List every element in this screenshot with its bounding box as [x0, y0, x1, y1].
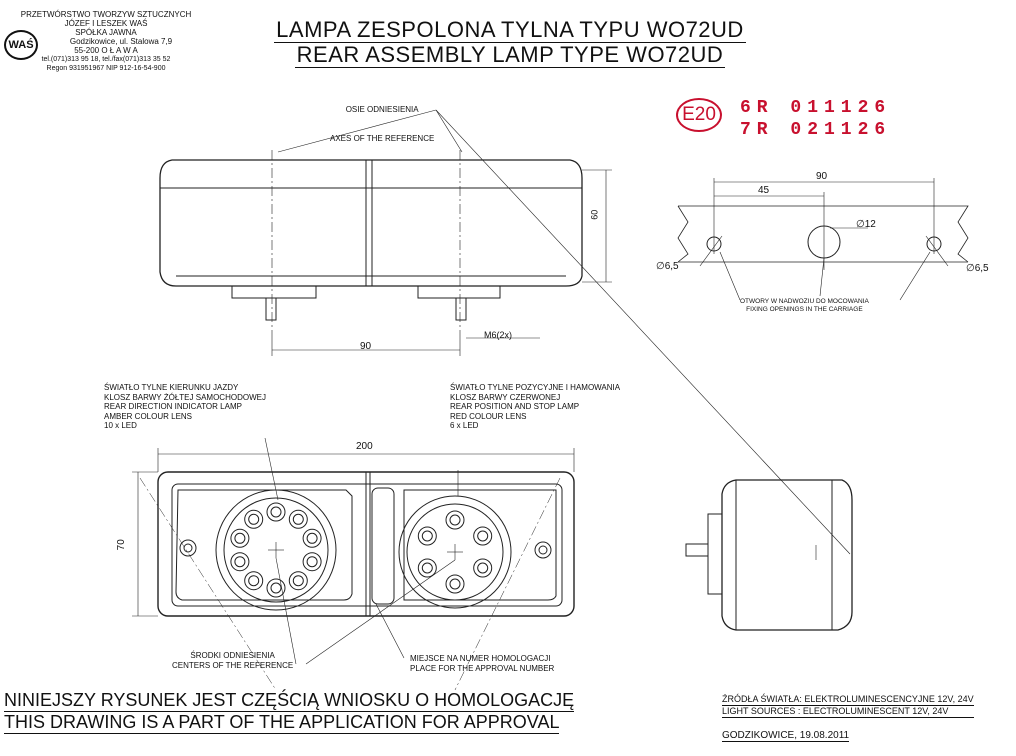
company-name-3: SPÓŁKA JAWNA: [75, 28, 137, 37]
footer-note-en: THIS DRAWING IS A PART OF THE APPLICATIO…: [4, 712, 560, 734]
homologation-line-2: 7R 021126: [740, 120, 892, 140]
amber-led: [244, 509, 264, 529]
indicator-lamp-label: ŚWIATŁO TYLNE KIERUNKU JAZDY KLOSZ BARWY…: [104, 383, 266, 430]
red-led: [473, 558, 493, 578]
company-block: PRZETWÓRSTWO TWORZYW SZTUCZNYCH JÓZEF I …: [6, 10, 206, 73]
company-address-2: 55-200 O Ł A W A: [74, 46, 138, 55]
company-logo: WAŚ: [4, 30, 38, 60]
light-sources: ŹRÓDŁA ŚWIATŁA: ELEKTROLUMINESCENCYJNE 1…: [722, 694, 974, 718]
amber-led: [302, 552, 322, 572]
amber-led-group: [230, 502, 322, 598]
e20-mark: E20: [676, 98, 722, 132]
front-view: [132, 437, 575, 691]
red-led: [417, 526, 437, 546]
fixing-openings-view: [677, 178, 969, 301]
red-led: [445, 510, 465, 530]
axes-label-en: AXES OF THE REFERENCE: [330, 133, 435, 143]
amber-led-inner: [270, 506, 282, 518]
amber-led: [230, 528, 250, 548]
red-led-inner: [477, 530, 489, 542]
dim-height-front: 70: [115, 539, 127, 551]
red-led-inner: [477, 562, 489, 574]
red-led-group: [417, 510, 493, 594]
dim-thread: M6(2x): [484, 330, 513, 340]
amber-led-inner: [292, 575, 304, 587]
dim-hole-spacing: 90: [816, 171, 828, 182]
amber-led: [266, 502, 286, 522]
red-led: [417, 558, 437, 578]
axes-label-pl: OSIE ODNIESIENIA: [345, 105, 419, 114]
company-name-1: PRZETWÓRSTWO TWORZYW SZTUCZNYCH: [20, 10, 192, 19]
approval-place-label: MIEJSCE NA NUMER HOMOLOGACJI PLACE FOR T…: [410, 654, 555, 673]
red-led-inner: [421, 562, 433, 574]
top-view: [159, 109, 851, 555]
amber-led-inner: [306, 556, 318, 568]
amber-led-inner: [248, 575, 260, 587]
amber-led-inner: [292, 513, 304, 525]
amber-led: [266, 578, 286, 598]
amber-led: [288, 571, 308, 591]
centers-label: ŚRODKI ODNIESIENIA CENTERS OF THE REFERE…: [172, 651, 294, 670]
dim-height-top: 60: [589, 209, 600, 220]
amber-led-inner: [306, 532, 318, 544]
dim-width-front: 200: [356, 441, 373, 452]
red-led-inner: [449, 578, 461, 590]
amber-led: [302, 528, 322, 548]
company-name-2: JÓZEF I LESZEK WAŚ: [64, 19, 148, 28]
homologation-line-1: 6R 011126: [740, 98, 892, 118]
red-led-inner: [421, 530, 433, 542]
dim-bolt-spacing: 90: [360, 341, 372, 352]
red-led: [445, 574, 465, 594]
fixing-label: OTWORY W NADWOZIU DO MOCOWANIA FIXING OP…: [740, 298, 869, 313]
footer-note-pl: NINIEJSZY RYSUNEK JEST CZĘŚCIĄ WNIOSKU O…: [4, 690, 575, 712]
amber-led-inner: [234, 532, 246, 544]
dim-side-hole-right: ∅6,5: [966, 263, 989, 274]
amber-led: [288, 509, 308, 529]
dim-hole-half: 45: [758, 185, 770, 196]
red-led: [473, 526, 493, 546]
side-view: [685, 479, 853, 631]
amber-led-inner: [248, 513, 260, 525]
dim-side-hole-left: ∅6,5: [656, 261, 679, 272]
title-en: REAR ASSEMBLY LAMP TYPE WO72UD: [294, 42, 726, 68]
page-title: LAMPA ZESPOLONA TYLNA TYPU WO72UD REAR A…: [250, 18, 770, 68]
dim-center-hole: ∅12: [856, 219, 876, 230]
amber-led: [244, 571, 264, 591]
company-phone: tel.(071)313 95 18, tel./fax(071)313 35 …: [41, 56, 171, 63]
axes-label: OSIE ODNIESIENIA AXES OF THE REFERENCE: [330, 86, 434, 153]
company-regon: Regon 931951967 NIP 912-16-54-900: [46, 65, 166, 72]
light-sources-pl: ŹRÓDŁA ŚWIATŁA: ELEKTROLUMINESCENCYJNE 1…: [722, 694, 974, 706]
amber-led-inner: [234, 556, 246, 568]
company-address-1: Godzikowice, ul. Stalowa 7,9: [69, 37, 173, 46]
drawing-date: GODZIKOWICE, 19.08.2011: [722, 730, 850, 742]
amber-led-inner: [270, 582, 282, 594]
light-sources-en: LIGHT SOURCES : ELECTROLUMINESCENT 12V, …: [722, 706, 974, 718]
amber-led: [230, 552, 250, 572]
position-lamp-label: ŚWIATŁO TYLNE POZYCYJNE I HAMOWANIA KLOS…: [450, 383, 621, 430]
footer-note: NINIEJSZY RYSUNEK JEST CZĘŚCIĄ WNIOSKU O…: [4, 690, 575, 734]
red-led-inner: [449, 514, 461, 526]
